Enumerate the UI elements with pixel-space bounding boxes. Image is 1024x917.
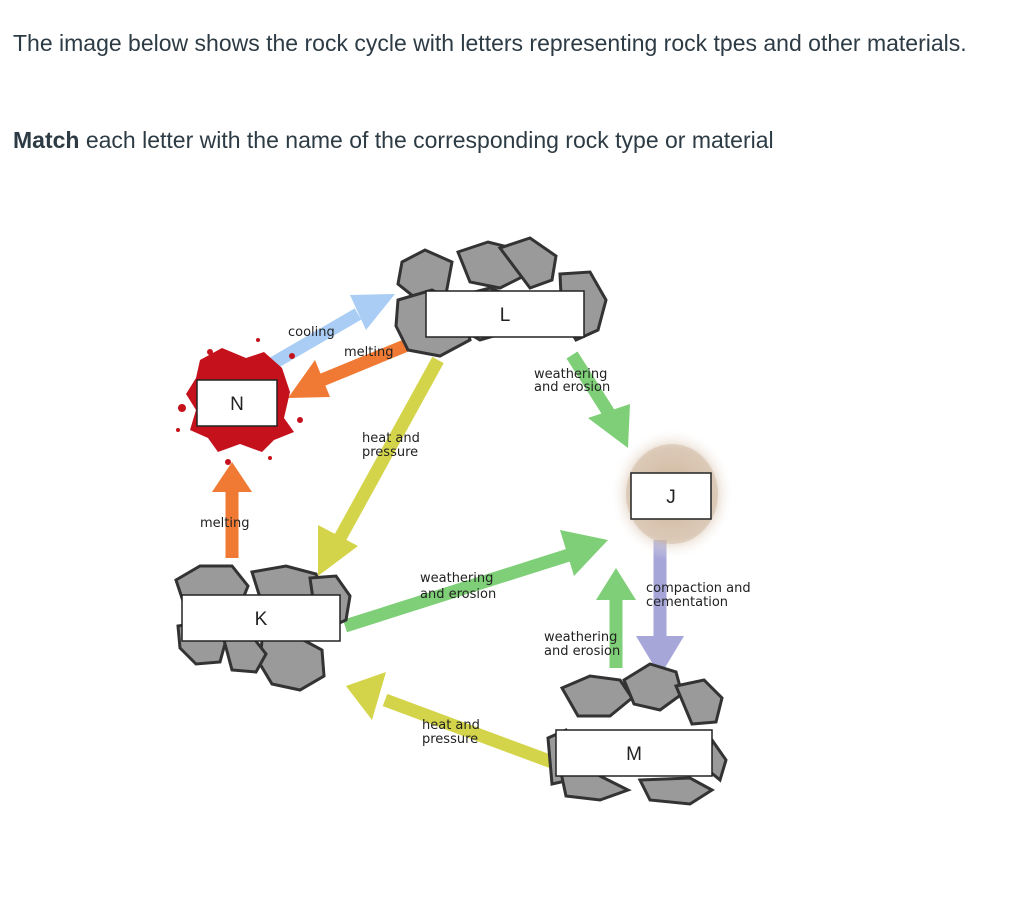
- label-heat-pressure-1b: pressure: [362, 445, 418, 460]
- instruction-bold: Match: [13, 127, 80, 153]
- box-n-letter: N: [230, 394, 244, 415]
- box-k: K: [181, 594, 341, 642]
- box-m-letter: M: [626, 744, 642, 765]
- label-heat-pressure-2b: pressure: [422, 732, 478, 747]
- box-l-letter: L: [500, 305, 511, 326]
- heat-pressure-arrow-2: [346, 672, 555, 769]
- label-weathering-2b: and erosion: [420, 587, 496, 602]
- question-intro: The image below shows the rock cycle wit…: [13, 30, 967, 56]
- box-j-letter: J: [666, 487, 676, 508]
- melting-arrow-top: [288, 336, 415, 398]
- instruction-rest: each letter with the name of the corresp…: [79, 127, 774, 153]
- label-heat-pressure-1a: heat and: [362, 431, 420, 446]
- label-cooling: cooling: [288, 325, 335, 340]
- label-weathering-3a: weathering: [544, 630, 617, 645]
- melting-arrow-left: [212, 462, 252, 558]
- box-l: L: [425, 290, 585, 338]
- label-compaction-a: compaction and: [646, 581, 751, 596]
- weathering-arrow-3: [596, 568, 636, 668]
- weathering-arrow-1: [566, 351, 630, 448]
- box-n: N: [196, 379, 278, 427]
- label-weathering-2a: weathering: [420, 571, 493, 586]
- box-j: J: [630, 472, 712, 520]
- weathering-arrow-2: [343, 530, 608, 633]
- label-weathering-1a: weathering: [534, 367, 607, 382]
- label-weathering-3b: and erosion: [544, 644, 620, 659]
- label-compaction-b: cementation: [646, 595, 728, 610]
- question-instruction: Match each letter with the name of the c…: [13, 121, 1003, 160]
- label-melting-top: melting: [344, 345, 393, 360]
- label-weathering-1b: and erosion: [534, 380, 610, 395]
- heat-pressure-arrow-1: [318, 356, 444, 576]
- box-k-letter: K: [255, 609, 268, 630]
- label-heat-pressure-2a: heat and: [422, 718, 480, 733]
- box-m: M: [555, 729, 713, 777]
- label-melting-left: melting: [200, 516, 249, 531]
